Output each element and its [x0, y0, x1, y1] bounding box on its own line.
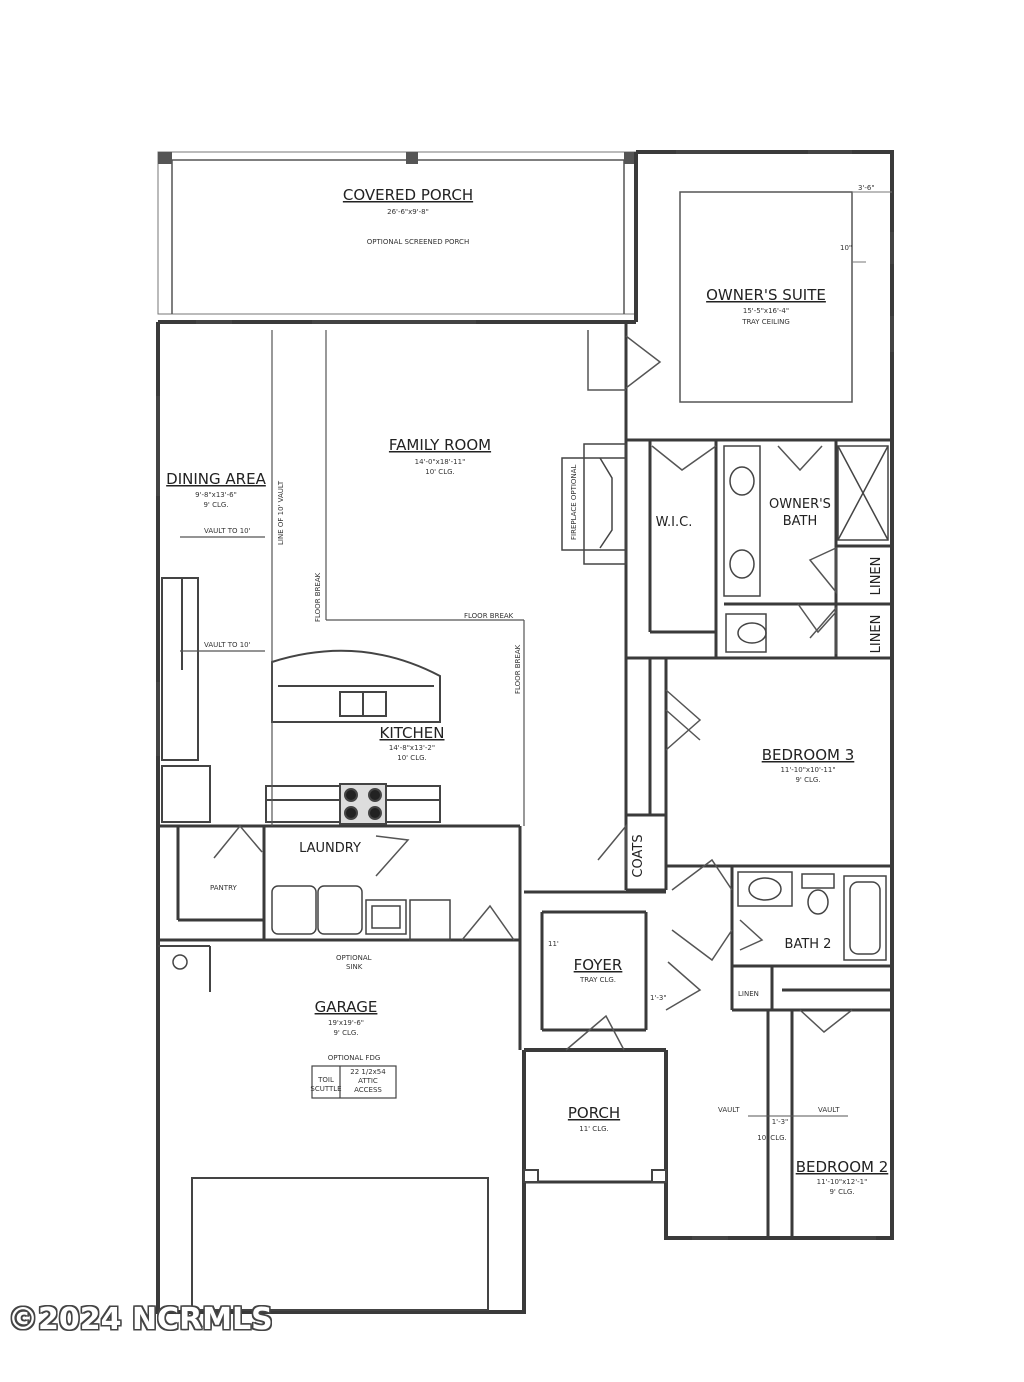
vault-lines — [180, 330, 525, 826]
garage-details — [158, 945, 489, 1311]
bedroom2-label: BEDROOM 2 — [796, 1158, 889, 1176]
dining-area-size: 9'-8"x13'-6" — [195, 491, 237, 499]
floor-break-top-note: FLOOR BREAK — [464, 612, 514, 620]
covered-porch-note: OPTIONAL SCREENED PORCH — [367, 238, 469, 246]
optional-sink-note-1: OPTIONAL — [336, 954, 372, 962]
linen1-label: LINEN — [869, 557, 884, 596]
kitchen-label: KITCHEN — [380, 724, 445, 742]
kitchen-ceiling: 10' CLG. — [397, 754, 427, 762]
porch-label: PORCH — [568, 1104, 620, 1122]
garage-ceiling: 9' CLG. — [333, 1029, 358, 1037]
vault-kitchen-note: VAULT TO 10' — [204, 641, 251, 649]
foyer-dim: 1'-3" — [650, 994, 667, 1002]
owners-suite-dim-b: 10" — [840, 244, 852, 252]
bedroom3-size: 11'-10"x10'-11" — [780, 766, 835, 774]
floor-break-left-note: FLOOR BREAK — [314, 572, 322, 622]
family-room-ceiling: 10' CLG. — [425, 468, 455, 476]
optional-sink-note-2: SINK — [346, 963, 363, 971]
windows — [156, 150, 894, 1240]
foyer-ceiling: TRAY CLG. — [579, 976, 616, 984]
fdg-left-1: TOIL — [317, 1076, 334, 1084]
dining-area-label: DINING AREA — [166, 470, 266, 488]
linen2-label: LINEN — [869, 615, 884, 654]
owners-bath-label-line2: BATH — [783, 514, 818, 529]
optional-fdg-title: OPTIONAL FDG — [328, 1054, 381, 1062]
floor-break-right-note: FLOOR BREAK — [514, 644, 522, 694]
tray-ceiling-outline — [679, 191, 853, 403]
garage-size: 19'x19'-6" — [328, 1019, 364, 1027]
laundry-label: LAUNDRY — [299, 841, 361, 856]
vault-dining-note: VAULT TO 10' — [204, 527, 251, 535]
covered-porch-label: COVERED PORCH — [343, 186, 473, 204]
bedroom3-label: BEDROOM 3 — [762, 746, 855, 764]
fdg-right-1: 22 1/2x54 — [350, 1068, 386, 1076]
fireplace-note: FIREPLACE OPTIONAL — [570, 465, 578, 540]
bedroom2-dim: 1'-3" — [772, 1118, 789, 1126]
dining-area-ceiling: 9' CLG. — [203, 501, 228, 509]
kitchen-cabinets — [161, 577, 441, 825]
bedroom2-ceiling: 9' CLG. — [829, 1188, 854, 1196]
covered-porch-size: 26'-6"x9'-8" — [387, 208, 429, 216]
family-room-size: 14'-0"x18'-11" — [415, 458, 466, 466]
line-of-vault-note: LINE OF 10' VAULT — [277, 480, 285, 545]
owners-suite-size: 15'-5"x16'-4" — [743, 307, 789, 315]
doors — [213, 330, 853, 1051]
fireplace — [561, 443, 627, 565]
copyright-watermark: ©2024 NCRMLS — [8, 1302, 273, 1337]
vault-left-note: VAULT — [718, 1106, 740, 1114]
vault-right-note: VAULT — [818, 1106, 840, 1114]
owners-bath-label-line1: OWNER'S — [769, 497, 831, 512]
fdg-right-2: ATTIC — [358, 1077, 378, 1085]
owners-suite-ceiling: TRAY CEILING — [741, 318, 790, 326]
fdg-left-2: SCUTTLE — [310, 1085, 341, 1093]
pantry-label: PANTRY — [210, 884, 237, 892]
bath-fixtures — [723, 445, 889, 961]
coats-label: COATS — [631, 834, 646, 877]
foyer-dim-left: 11' — [548, 940, 559, 948]
kitchen-size: 14'-8"x13'-2" — [389, 744, 435, 752]
owners-suite-label: OWNER'S SUITE — [706, 286, 826, 304]
bedroom3-ceiling: 9' CLG. — [795, 776, 820, 784]
fdg-right-3: ACCESS — [354, 1086, 382, 1094]
bedroom2-dim-ceiling: 10' CLG. — [757, 1134, 787, 1142]
garage-label: GARAGE — [315, 998, 378, 1016]
linen3-label: LINEN — [738, 990, 759, 998]
bedroom2-size: 11'-10"x12'-1" — [817, 1178, 868, 1186]
interior-walls — [158, 322, 892, 1238]
owners-suite-dim-a: 3'-6" — [858, 184, 875, 192]
laundry-appliances — [271, 885, 451, 941]
porch-ceiling: 11' CLG. — [579, 1125, 609, 1133]
wic-label: W.I.C. — [656, 515, 693, 530]
bath2-label: BATH 2 — [785, 937, 832, 952]
family-room-label: FAMILY ROOM — [389, 436, 491, 454]
foyer-label: FOYER — [574, 956, 623, 974]
covered-porch-area — [157, 151, 637, 315]
